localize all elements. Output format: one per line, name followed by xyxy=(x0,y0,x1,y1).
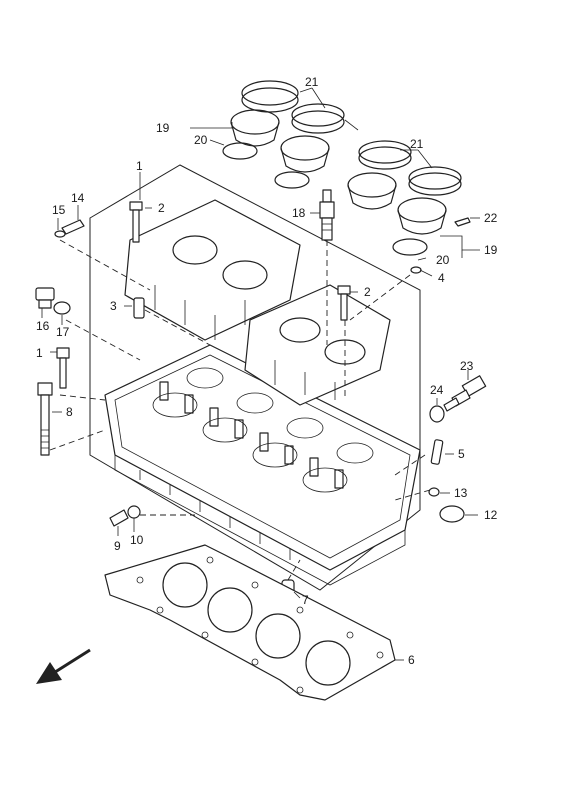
bolt-1 xyxy=(56,347,70,389)
callout-7: 7 xyxy=(302,593,309,607)
callout-19-left: 19 xyxy=(156,121,170,135)
bolt-8 xyxy=(37,382,53,456)
callout-22: 22 xyxy=(484,211,498,225)
screw-22 xyxy=(454,217,471,227)
bolt-2-right xyxy=(337,285,351,321)
bolt-9 xyxy=(109,509,129,527)
callout-1-left: 1 xyxy=(36,346,43,360)
bolt-2-left xyxy=(129,201,143,243)
callout-1-top: 1 xyxy=(136,159,143,173)
callout-24: 24 xyxy=(430,383,444,397)
callout-4: 4 xyxy=(438,271,445,285)
callout-6: 6 xyxy=(408,653,415,667)
plug-16 xyxy=(35,287,55,309)
washer-4 xyxy=(410,266,422,274)
callout-18: 18 xyxy=(292,206,306,220)
front-direction-arrow-icon xyxy=(36,648,91,684)
callout-2-left: 2 xyxy=(158,201,165,215)
callout-20-left: 20 xyxy=(194,133,208,147)
spark-plug xyxy=(319,189,335,241)
head-gasket xyxy=(104,544,396,701)
callout-13: 13 xyxy=(454,486,468,500)
callout-9: 9 xyxy=(114,539,121,553)
callout-21-right: 21 xyxy=(410,137,424,151)
intake-pipes-top-left xyxy=(222,80,359,189)
callout-2-right: 2 xyxy=(364,285,371,299)
assembly-frame xyxy=(89,164,421,591)
washer-10 xyxy=(127,505,141,519)
callout-19-right: 19 xyxy=(484,243,498,257)
leader-lines xyxy=(41,87,480,661)
callout-20-right: 20 xyxy=(436,253,450,267)
callout-21-left: 21 xyxy=(305,75,319,89)
sensor-23 xyxy=(443,375,487,412)
callout-5: 5 xyxy=(458,447,465,461)
callout-10: 10 xyxy=(130,533,144,547)
stud-14 xyxy=(61,219,85,235)
pin-5 xyxy=(430,439,444,465)
dowel-pin-3 xyxy=(133,297,145,319)
callout-12: 12 xyxy=(484,508,498,522)
washer-15 xyxy=(54,230,66,238)
intake-manifold-right xyxy=(244,284,391,406)
callout-23: 23 xyxy=(460,359,474,373)
callout-15: 15 xyxy=(52,203,66,217)
guide-lines xyxy=(49,239,431,581)
intake-manifold-left xyxy=(124,199,301,341)
callout-16: 16 xyxy=(36,319,50,333)
o-ring-13 xyxy=(428,487,440,497)
callout-labels: 1 1 2 2 3 4 5 6 7 8 9 10 12 13 14 15 16 … xyxy=(36,75,498,667)
o-ring-24 xyxy=(429,405,445,423)
callout-17: 17 xyxy=(56,325,70,339)
gasket-17 xyxy=(53,301,71,315)
callout-3: 3 xyxy=(110,299,117,313)
callout-8: 8 xyxy=(66,405,73,419)
o-ring-12 xyxy=(439,505,465,523)
callout-14: 14 xyxy=(71,191,85,205)
intake-pipes-top-right xyxy=(347,140,462,256)
